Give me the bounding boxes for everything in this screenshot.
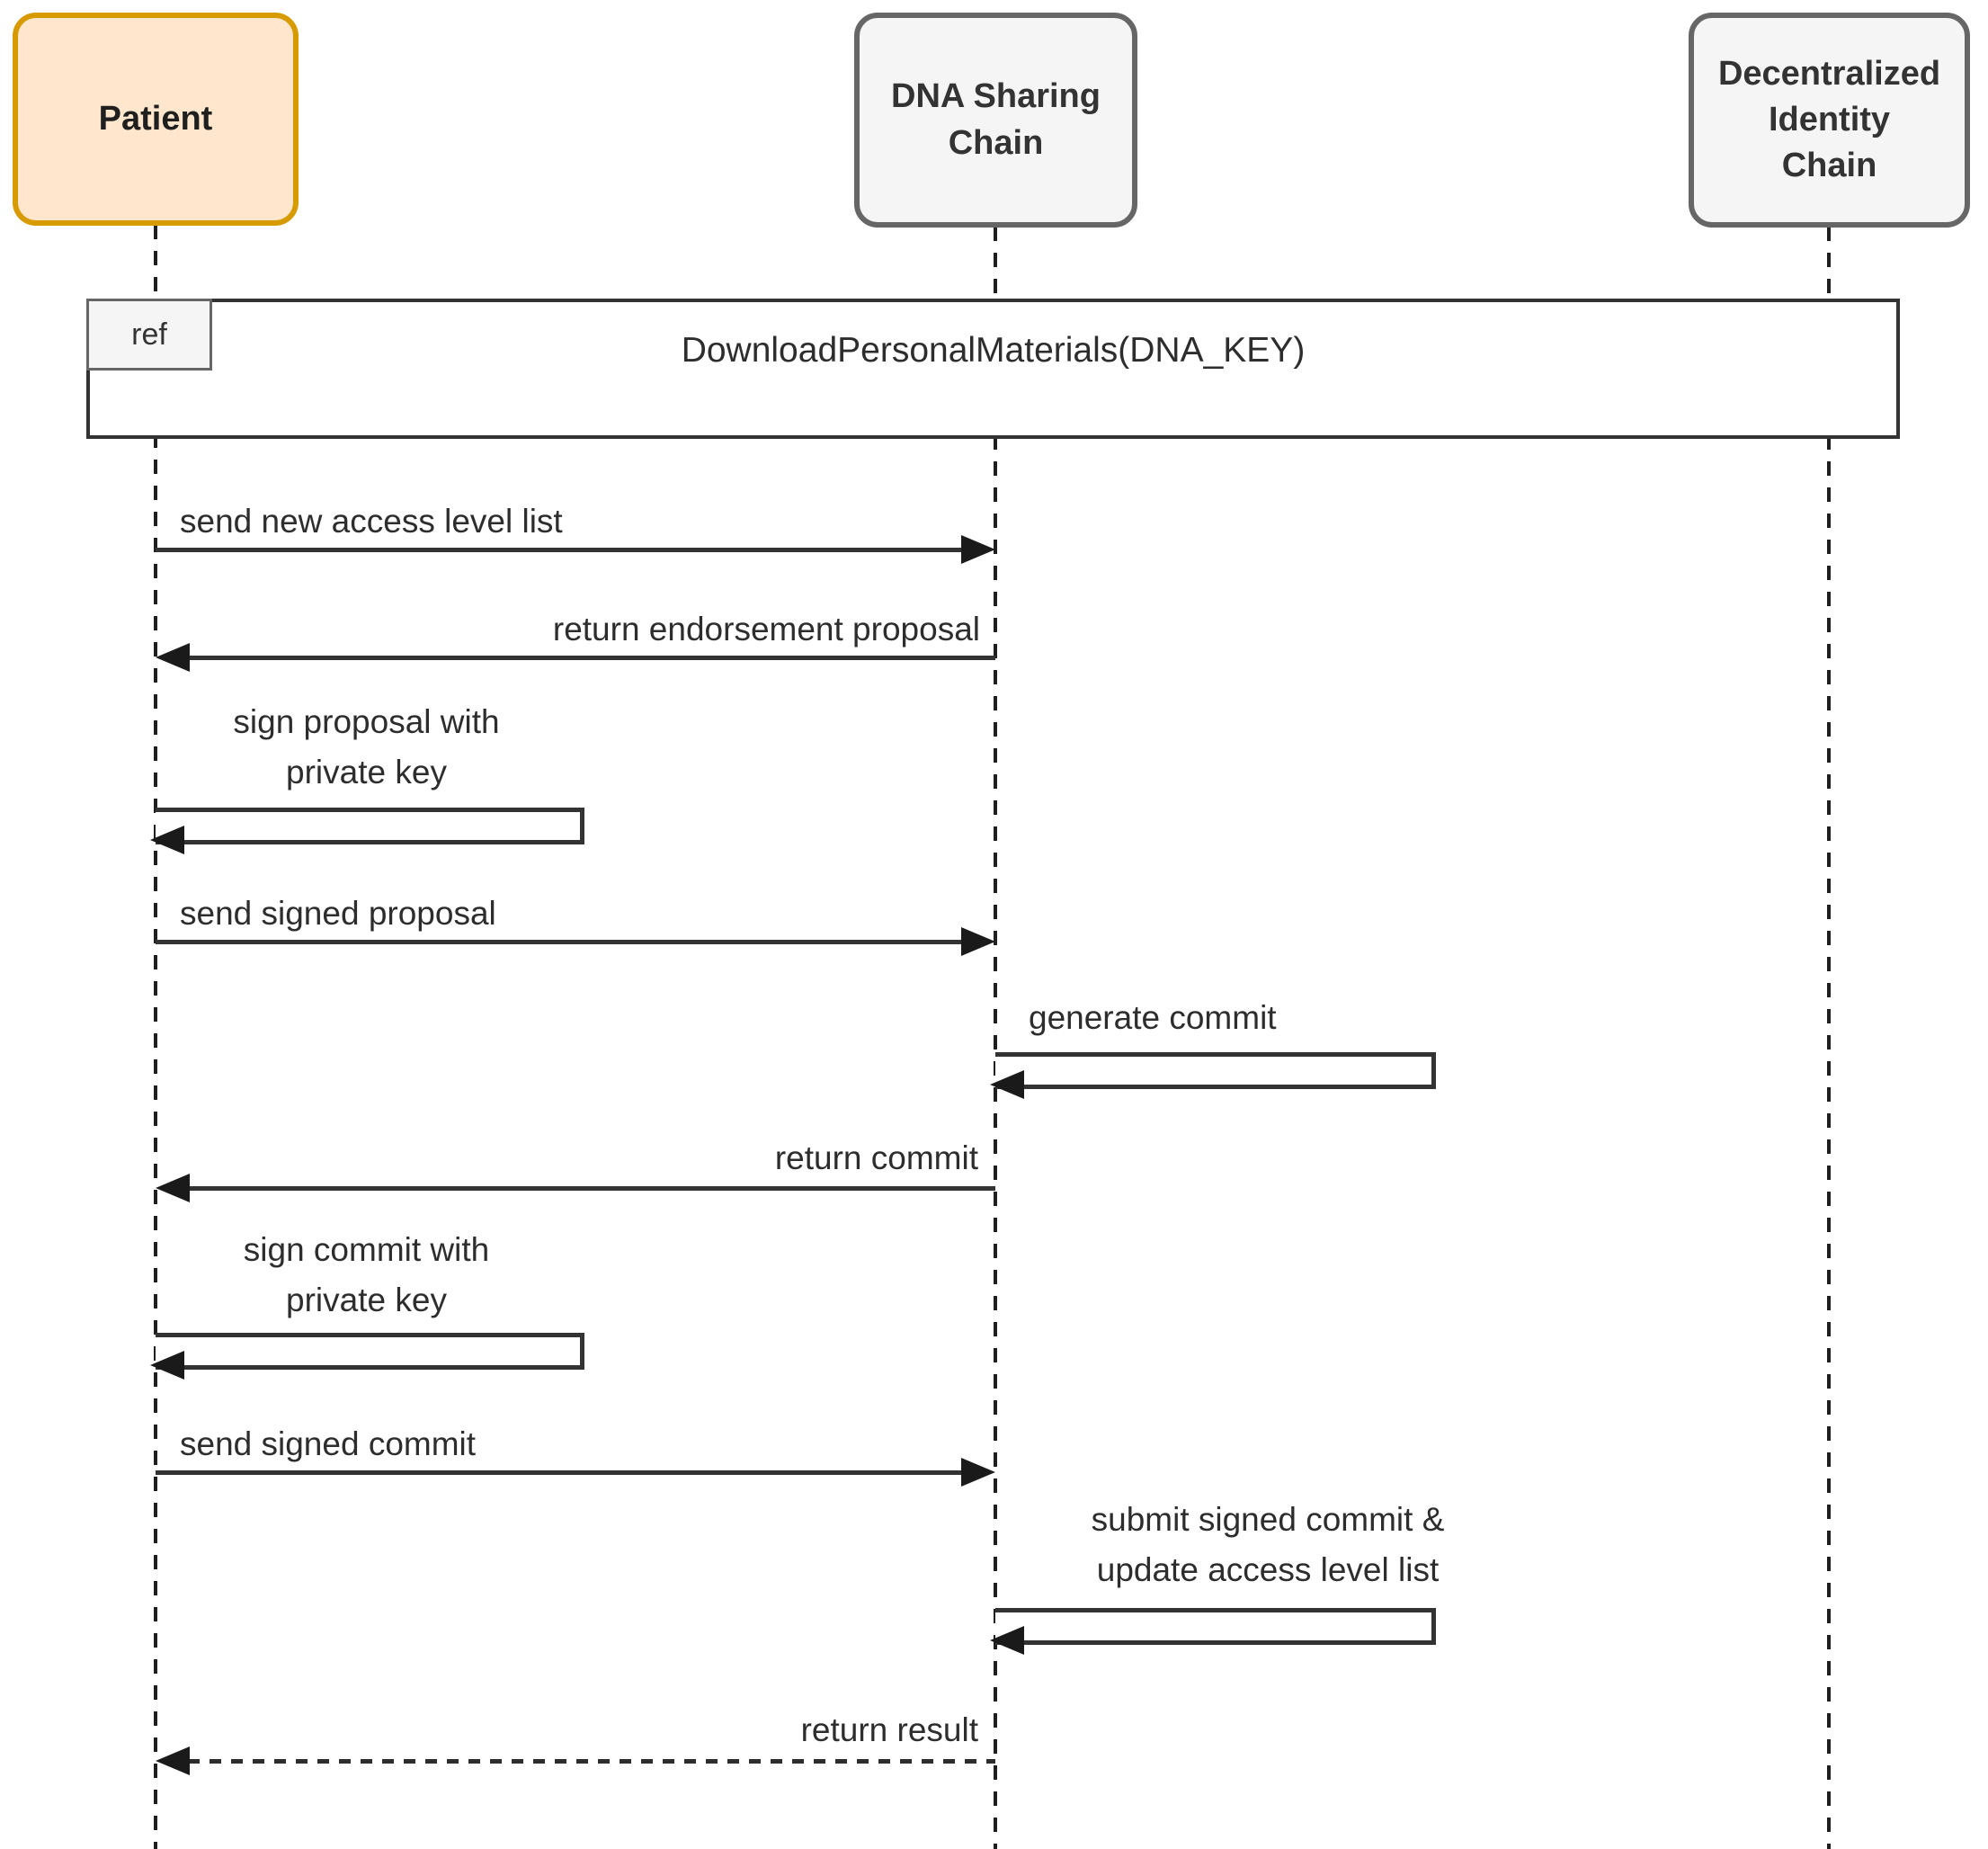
ref-fragment-title: DownloadPersonalMaterials(DNA_KEY) bbox=[681, 331, 1306, 370]
message-label-sign-proposal-with-private-key: sign proposal with private key bbox=[233, 703, 500, 791]
self-message-loop-sign-commit bbox=[156, 1333, 584, 1370]
message-label-send-signed-proposal: send signed proposal bbox=[180, 895, 496, 932]
arrowhead-right-icon bbox=[961, 927, 995, 956]
message-line-return-result bbox=[188, 1759, 995, 1764]
arrowhead-left-icon bbox=[150, 1351, 184, 1380]
message-label-return-endorsement-proposal: return endorsement proposal bbox=[552, 611, 980, 648]
arrowhead-right-icon bbox=[961, 535, 995, 564]
ref-fragment: ref DownloadPersonalMaterials(DNA_KEY) bbox=[86, 299, 1900, 439]
actor-patient: Patient bbox=[13, 13, 299, 226]
actor-patient-label: Patient bbox=[98, 99, 213, 138]
message-label-return-commit: return commit bbox=[774, 1139, 978, 1176]
message-label-sign-commit-with-private-key: sign commit with private key bbox=[243, 1231, 490, 1318]
self-message-loop-sign-proposal bbox=[156, 808, 584, 844]
message-label-submit-signed-commit: submit signed commit & update access lev… bbox=[1091, 1501, 1445, 1588]
actor-decentralized-identity-chain: Decentralized Identity Chain bbox=[1689, 13, 1970, 228]
actor-dna-sharing-chain: DNA Sharing Chain bbox=[854, 13, 1137, 228]
patient-lifeline bbox=[154, 225, 157, 1849]
arrowhead-left-icon bbox=[150, 826, 184, 854]
arrowhead-left-icon bbox=[990, 1070, 1024, 1099]
message-line-send-new-access-level-list bbox=[156, 548, 963, 552]
arrowhead-left-icon bbox=[156, 1174, 190, 1202]
actor-dna-sharing-chain-label: DNA Sharing Chain bbox=[891, 77, 1101, 162]
arrowhead-right-icon bbox=[961, 1458, 995, 1487]
message-line-send-signed-commit bbox=[156, 1470, 963, 1475]
message-line-return-commit bbox=[188, 1186, 995, 1191]
decentralized-identity-chain-lifeline bbox=[1827, 227, 1831, 1849]
message-line-send-signed-proposal bbox=[156, 940, 963, 944]
self-message-loop-generate-commit bbox=[995, 1052, 1436, 1089]
message-line-return-endorsement-proposal bbox=[188, 656, 995, 660]
self-message-loop-submit-signed-commit bbox=[995, 1608, 1436, 1645]
message-label-return-result: return result bbox=[800, 1711, 978, 1748]
arrowhead-left-icon bbox=[990, 1626, 1024, 1655]
message-label-send-new-access-level-list: send new access level list bbox=[180, 503, 563, 540]
message-label-generate-commit: generate commit bbox=[1029, 999, 1277, 1036]
arrowhead-left-icon bbox=[156, 1746, 190, 1775]
actor-decentralized-identity-chain-label: Decentralized Identity Chain bbox=[1717, 54, 1941, 185]
ref-tag-label: ref bbox=[131, 317, 167, 352]
dna-sharing-chain-lifeline bbox=[994, 227, 997, 1849]
ref-fragment-tag: ref bbox=[86, 299, 212, 371]
arrowhead-left-icon bbox=[156, 643, 190, 672]
message-label-send-signed-commit: send signed commit bbox=[180, 1425, 477, 1462]
